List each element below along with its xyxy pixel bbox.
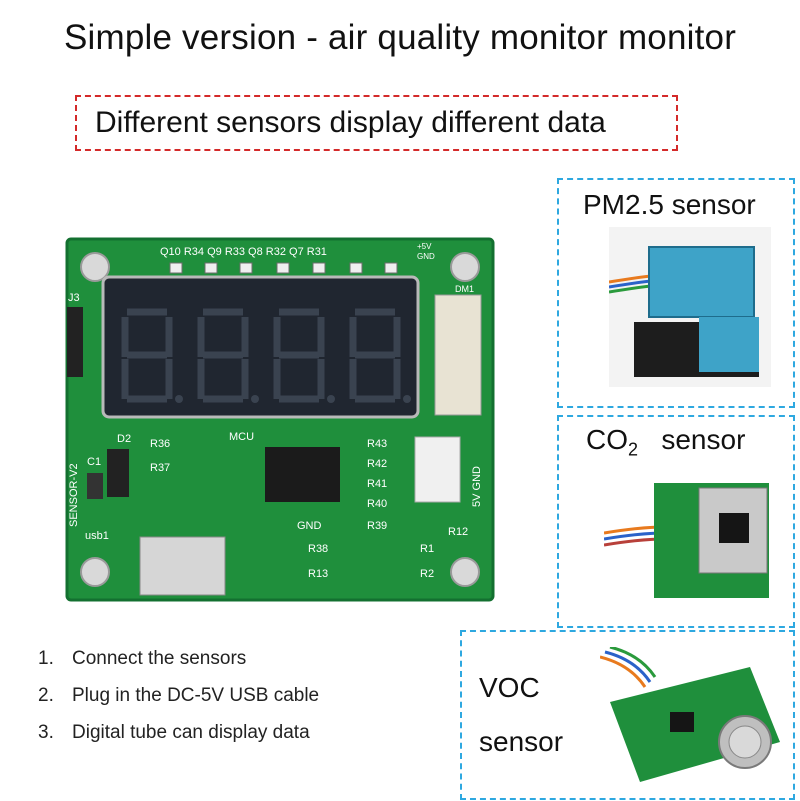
mcu-chip [265, 447, 340, 502]
page-title: Simple version - air quality monitor mon… [63, 18, 737, 57]
svg-text:R37: R37 [150, 462, 170, 474]
subtitle-callout: Different sensors display different data [75, 95, 678, 151]
subtitle-text: Different sensors display different data [95, 106, 606, 139]
svg-text:GND: GND [417, 252, 435, 261]
list-item: 3. Digital tube can display data [38, 721, 310, 743]
co2-sensor-label: CO2 sensor [586, 424, 746, 460]
svg-text:5V GND: 5V GND [471, 466, 483, 507]
svg-text:+5V: +5V [417, 242, 432, 251]
digit-segments [121, 308, 401, 403]
pm25-sensor-card: PM2.5 sensor [557, 178, 795, 408]
svg-text:J3: J3 [68, 292, 80, 304]
voc-sensor-label-line2: sensor [479, 726, 564, 757]
co2-sensor-card: CO2 sensor [557, 415, 795, 628]
voc-sensor-label-line1: VOC [479, 672, 540, 703]
silk-top-labels: Q10 R34 Q9 R33 Q8 R32 Q7 R31 [160, 246, 327, 258]
voc-sensor-card: VOC sensor [460, 630, 795, 800]
instruction-list: 1. Connect the sensors 2. Plug in the DC… [38, 640, 319, 751]
list-item: 2. Plug in the DC-5V USB cable [38, 684, 320, 706]
svg-text:R42: R42 [367, 458, 387, 470]
svg-text:R13: R13 [308, 568, 328, 580]
usb-c-port [139, 536, 226, 596]
seven-segment-display [101, 275, 420, 419]
svg-text:usb1: usb1 [85, 530, 109, 542]
side-connector [434, 294, 482, 416]
svg-text:DM1: DM1 [455, 284, 474, 294]
svg-text:R41: R41 [367, 478, 387, 490]
diode-d2 [107, 449, 129, 497]
j3-header [67, 307, 83, 377]
svg-text:R12: R12 [448, 526, 468, 538]
co2-sensor-photo [604, 463, 774, 608]
svg-text:R40: R40 [367, 498, 387, 510]
svg-text:R1: R1 [420, 543, 434, 555]
svg-text:R2: R2 [420, 568, 434, 580]
svg-text:R38: R38 [308, 543, 328, 555]
svg-text:GND: GND [297, 520, 322, 532]
cap-c1 [87, 473, 103, 499]
power-connector [414, 436, 461, 503]
svg-text:R39: R39 [367, 520, 387, 532]
svg-text:C1: C1 [87, 456, 101, 468]
pm25-sensor-label: PM2.5 sensor [583, 189, 756, 220]
pm25-sensor-photo [609, 227, 771, 387]
svg-text:MCU: MCU [229, 431, 254, 443]
list-item: 1. Connect the sensors [38, 647, 247, 669]
svg-text:R36: R36 [150, 438, 170, 450]
pcb-board-photo: Q10 R34 Q9 R33 Q8 R32 Q7 R31 +5V GND J3 … [65, 237, 495, 602]
svg-text:R43: R43 [367, 438, 387, 450]
mount-holes [80, 252, 480, 587]
voc-sensor-photo [600, 647, 785, 792]
sensor-v2-label: SENSOR-V2 [68, 463, 80, 527]
svg-text:D2: D2 [117, 433, 131, 445]
